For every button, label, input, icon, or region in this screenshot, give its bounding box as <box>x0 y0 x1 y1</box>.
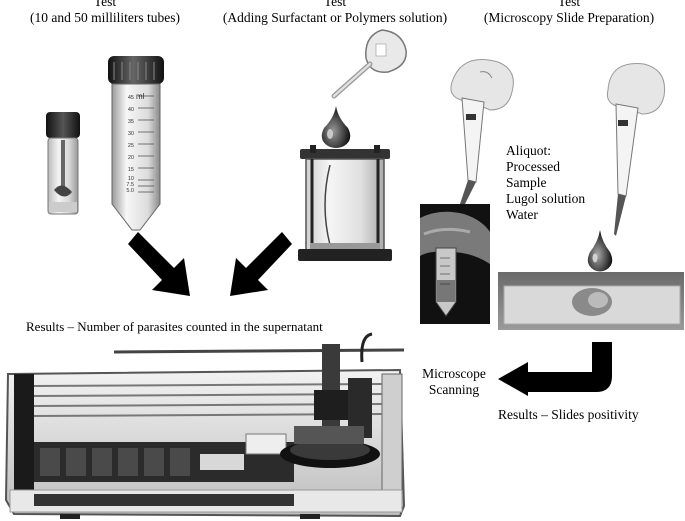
tube-tick: 15 <box>127 167 134 173</box>
large-tube-icon <box>108 56 164 231</box>
aliquot-item: Sample <box>506 175 547 190</box>
results-slides-label: Results – Slides positivity <box>498 407 639 422</box>
tube-tick: 10 <box>127 176 134 182</box>
panel-title-surfactant-line2: (Adding Surfactant or Polymers solution) <box>222 10 448 25</box>
panel-title-tubes-line1: Test <box>93 0 117 9</box>
microscope-scanning-line2: Scanning <box>428 382 480 397</box>
hand-tube-photo <box>420 204 490 324</box>
aliquot-item: Processed <box>506 159 560 174</box>
tube-tick: 7.5 <box>126 182 134 188</box>
panel-title-microscopy: Test (Microscopy Slide Preparation) <box>458 0 680 26</box>
aliquot-list: Aliquot: Processed Sample Lugol solution… <box>506 143 626 223</box>
slide-photo <box>498 272 684 330</box>
small-tube-icon <box>46 112 80 215</box>
scanner-machine-icon <box>4 332 406 519</box>
pipette-left-icon <box>450 59 514 218</box>
pipette-droplet-icon <box>587 230 613 272</box>
results-supernatant-label: Results – Number of parasites counted in… <box>26 319 323 334</box>
aliquot-item: Lugol solution <box>506 191 586 206</box>
tube-tick: 20 <box>127 155 134 161</box>
panel-title-tubes-line2: (10 and 50 milliliters tubes) <box>30 10 180 25</box>
panel-title-microscopy-line1: Test <box>557 0 581 9</box>
tube-tick: 45 <box>127 95 134 101</box>
tube-tick: 25 <box>127 143 134 149</box>
arrow-down-right-icon <box>128 232 190 296</box>
curved-arrow-left-icon <box>498 342 612 396</box>
pipette-right-icon <box>606 63 666 236</box>
panel-title-surfactant: Test (Adding Surfactant or Polymers solu… <box>205 0 465 26</box>
tube-unit-label: ml <box>136 92 145 101</box>
tube-tick-labels: 45 40 35 30 25 20 15 10 7.5 5.0 <box>112 92 134 194</box>
arrow-down-left-icon <box>230 232 292 296</box>
panel-title-surfactant-line1: Test <box>323 0 347 9</box>
panel-title-microscopy-line2: (Microscopy Slide Preparation) <box>483 10 655 25</box>
panel-title-tubes: Test (10 and 50 milliliters tubes) <box>0 0 210 26</box>
microscope-scanning-label: Microscope Scanning <box>414 366 494 398</box>
microscope-scanning-line1: Microscope <box>422 366 486 381</box>
droplet-icon <box>321 106 351 148</box>
tube-tick: 5.0 <box>126 188 134 194</box>
wash-bottle-icon <box>331 29 407 99</box>
aliquot-item: Water <box>506 207 538 222</box>
aliquot-heading: Aliquot: <box>506 143 552 158</box>
tube-tick: 35 <box>127 119 134 125</box>
beaker-apparatus-icon <box>298 145 392 261</box>
tube-tick: 40 <box>127 107 134 113</box>
tube-tick: 30 <box>127 131 134 137</box>
